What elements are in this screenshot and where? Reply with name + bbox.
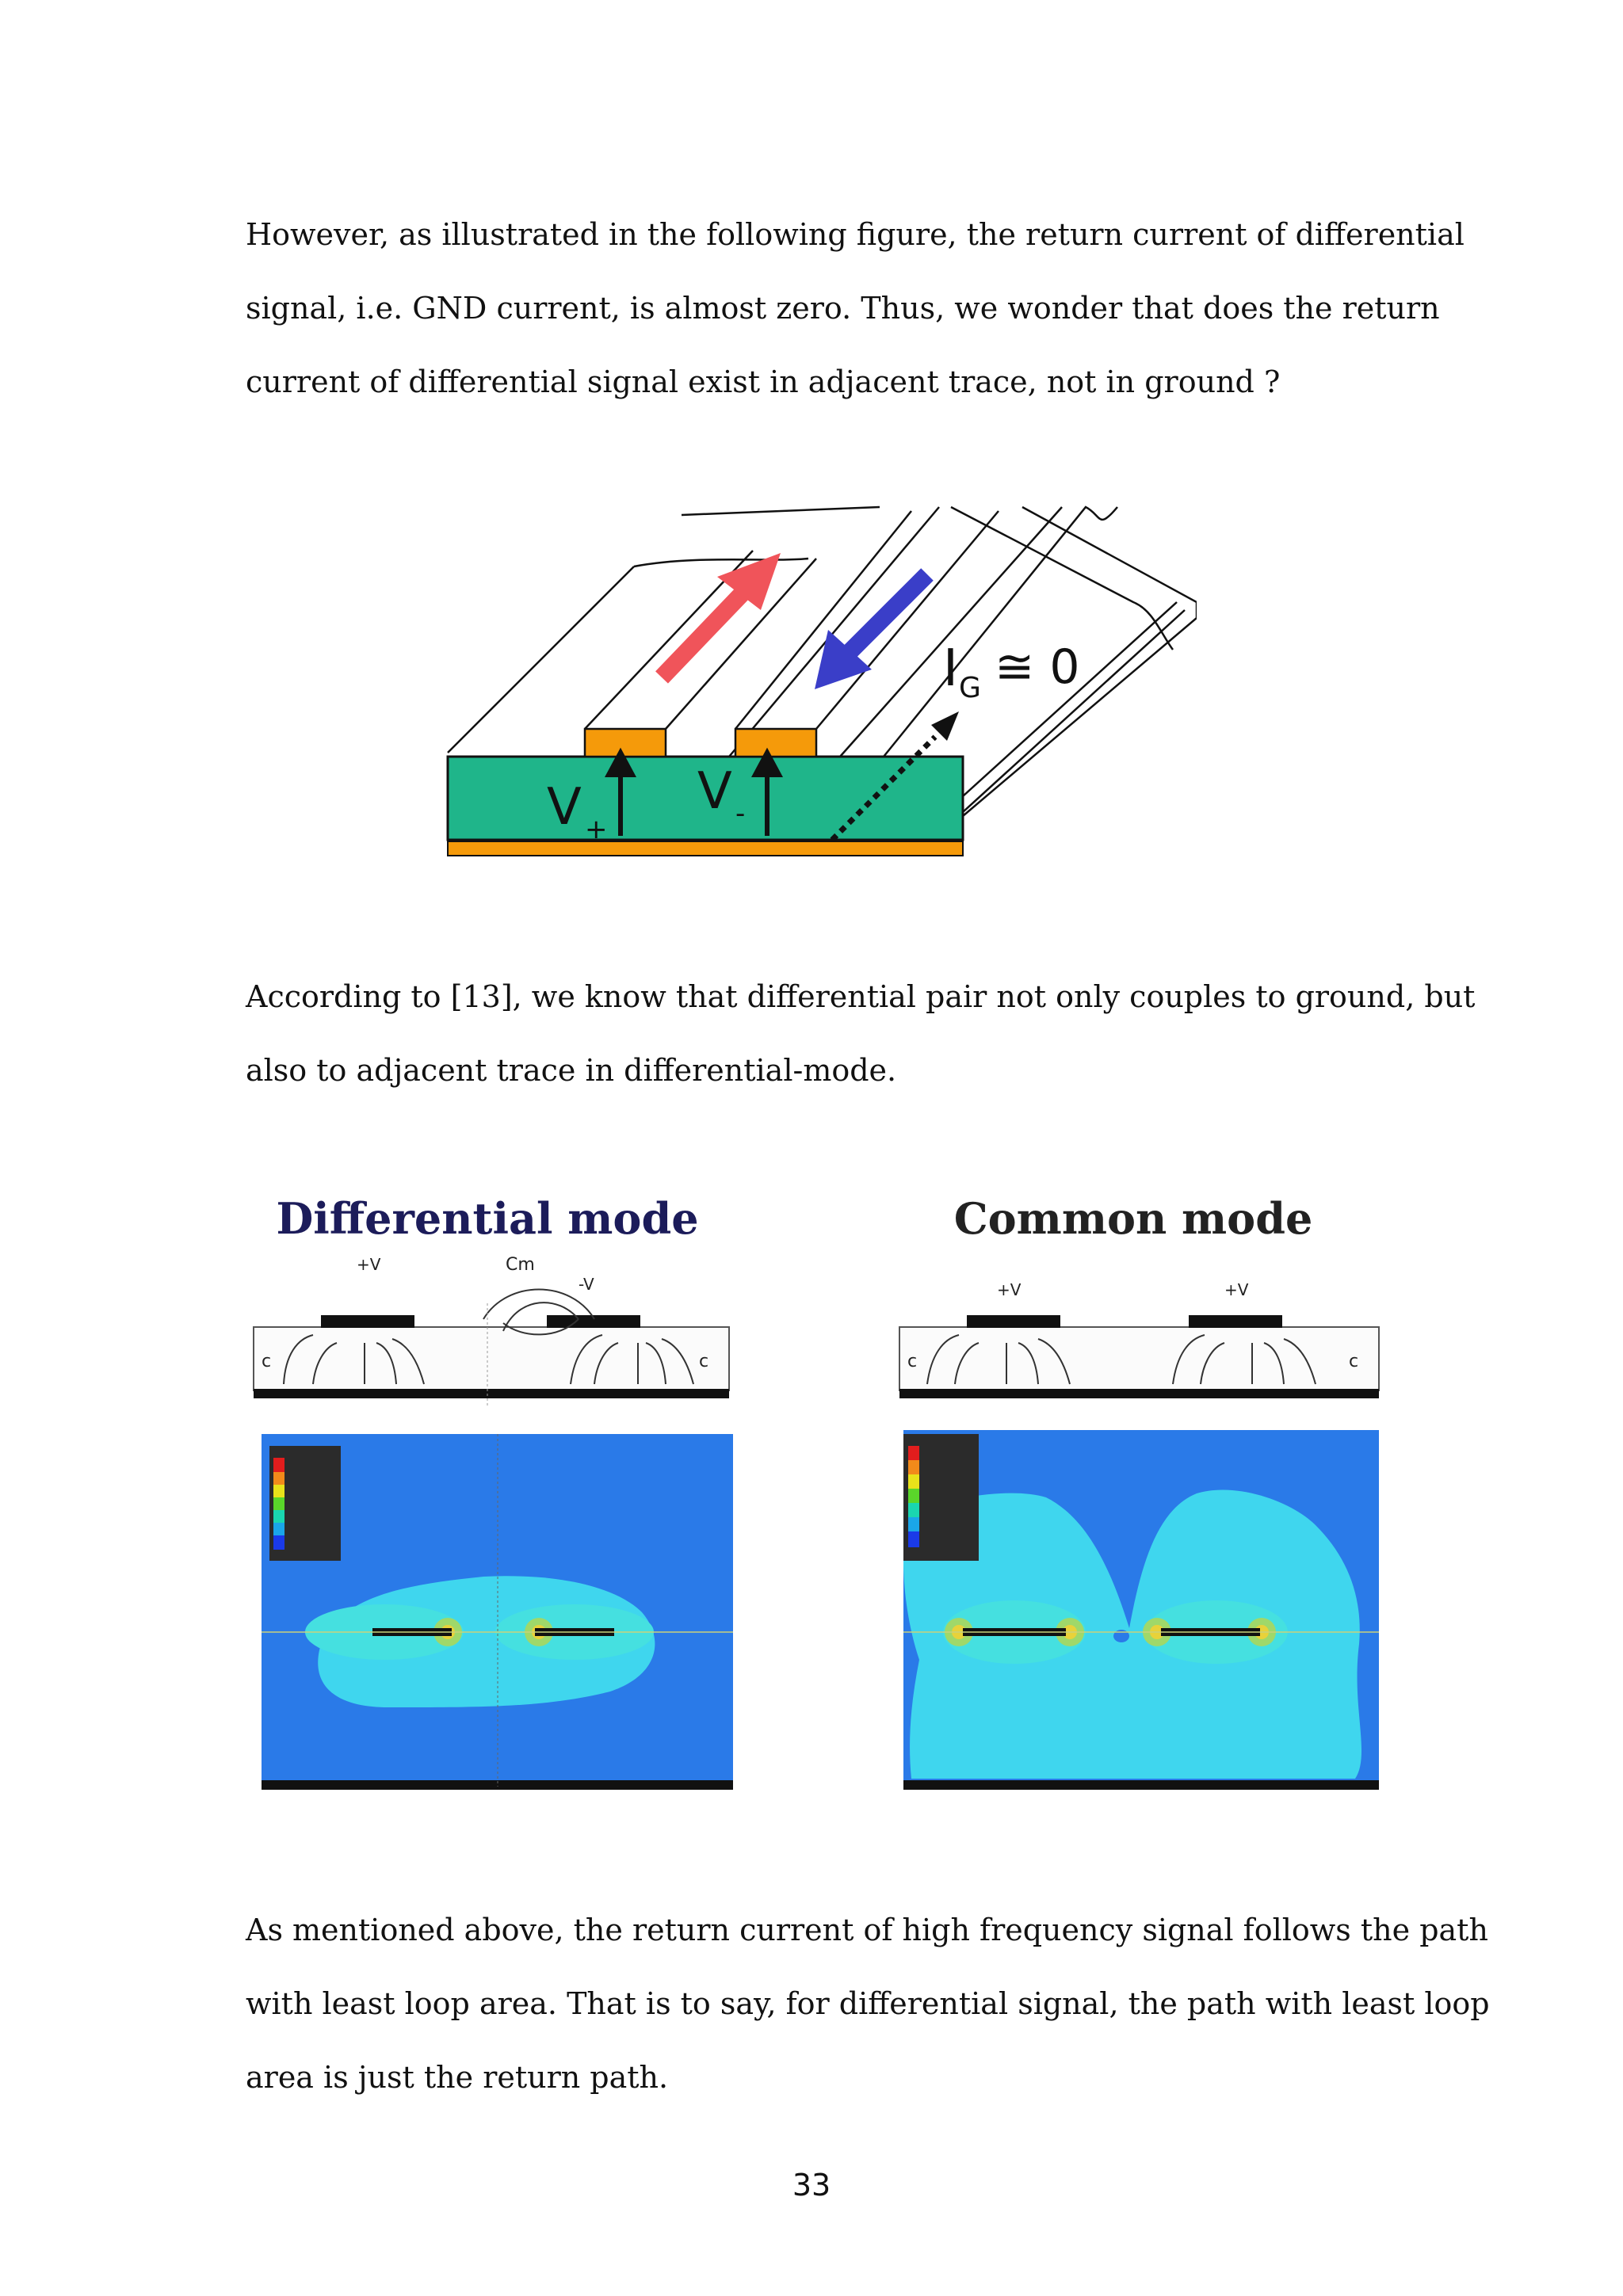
v-minus-label: V: [697, 762, 732, 821]
plus-v-label: +V: [357, 1255, 381, 1274]
text-line: However, as illustrated in the following…: [246, 217, 1465, 252]
differential-pair-figure: V + V - I G ≅ 0: [446, 505, 1197, 856]
plus-v-label-right: +V: [1224, 1280, 1249, 1299]
v-minus-subscript: -: [735, 798, 745, 830]
text-line: area is just the return path.: [246, 2060, 669, 2095]
text-line: According to [13], we know that differen…: [246, 979, 1476, 1014]
text-line: signal, i.e. GND current, is almost zero…: [246, 291, 1440, 326]
forward-current-arrow: [655, 553, 781, 684]
cap-left-label-cm: c: [907, 1352, 917, 1371]
text-line: with least loop area. That is to say, fo…: [246, 1986, 1490, 2021]
differential-mode-title: Differential mode: [276, 1193, 698, 1244]
ig-approx-zero: ≅ 0: [995, 639, 1080, 695]
v-plus-label: V: [547, 778, 582, 837]
trace-positive: [583, 727, 667, 758]
minus-v-label: -V: [579, 1275, 594, 1294]
text-line: As mentioned above, the return current o…: [246, 1913, 1488, 1947]
ground-plane: [447, 841, 964, 856]
plus-v-label-left: +V: [997, 1280, 1022, 1299]
ig-label: I: [943, 639, 958, 698]
text-line: current of differential signal exist in …: [246, 364, 1281, 399]
mode-comparison-figure: Differential mode +V Cm -V c c: [253, 1193, 1380, 1790]
page-number: 33: [792, 2168, 831, 2203]
differential-mode-panel: Differential mode +V Cm -V c c: [253, 1193, 733, 1790]
common-mode-title: Common mode: [954, 1193, 1313, 1244]
v-plus-subscript: +: [585, 814, 608, 845]
paragraph-2: According to [13], we know that differen…: [246, 960, 1476, 1108]
cap-left-label: c: [262, 1352, 271, 1371]
paragraph-3: As mentioned above, the return current o…: [246, 1894, 1490, 2115]
ig-subscript: G: [959, 672, 981, 704]
common-mode-panel: Common mode +V +V c c: [899, 1193, 1380, 1790]
trace-negative: [734, 727, 818, 758]
cap-right-label-cm: c: [1349, 1352, 1358, 1371]
cm-label: Cm: [506, 1255, 535, 1275]
text-line: also to adjacent trace in differential-m…: [246, 1053, 897, 1088]
cap-right-label: c: [699, 1352, 708, 1371]
return-current-arrow: [815, 568, 934, 689]
paragraph-1: However, as illustrated in the following…: [246, 198, 1465, 419]
